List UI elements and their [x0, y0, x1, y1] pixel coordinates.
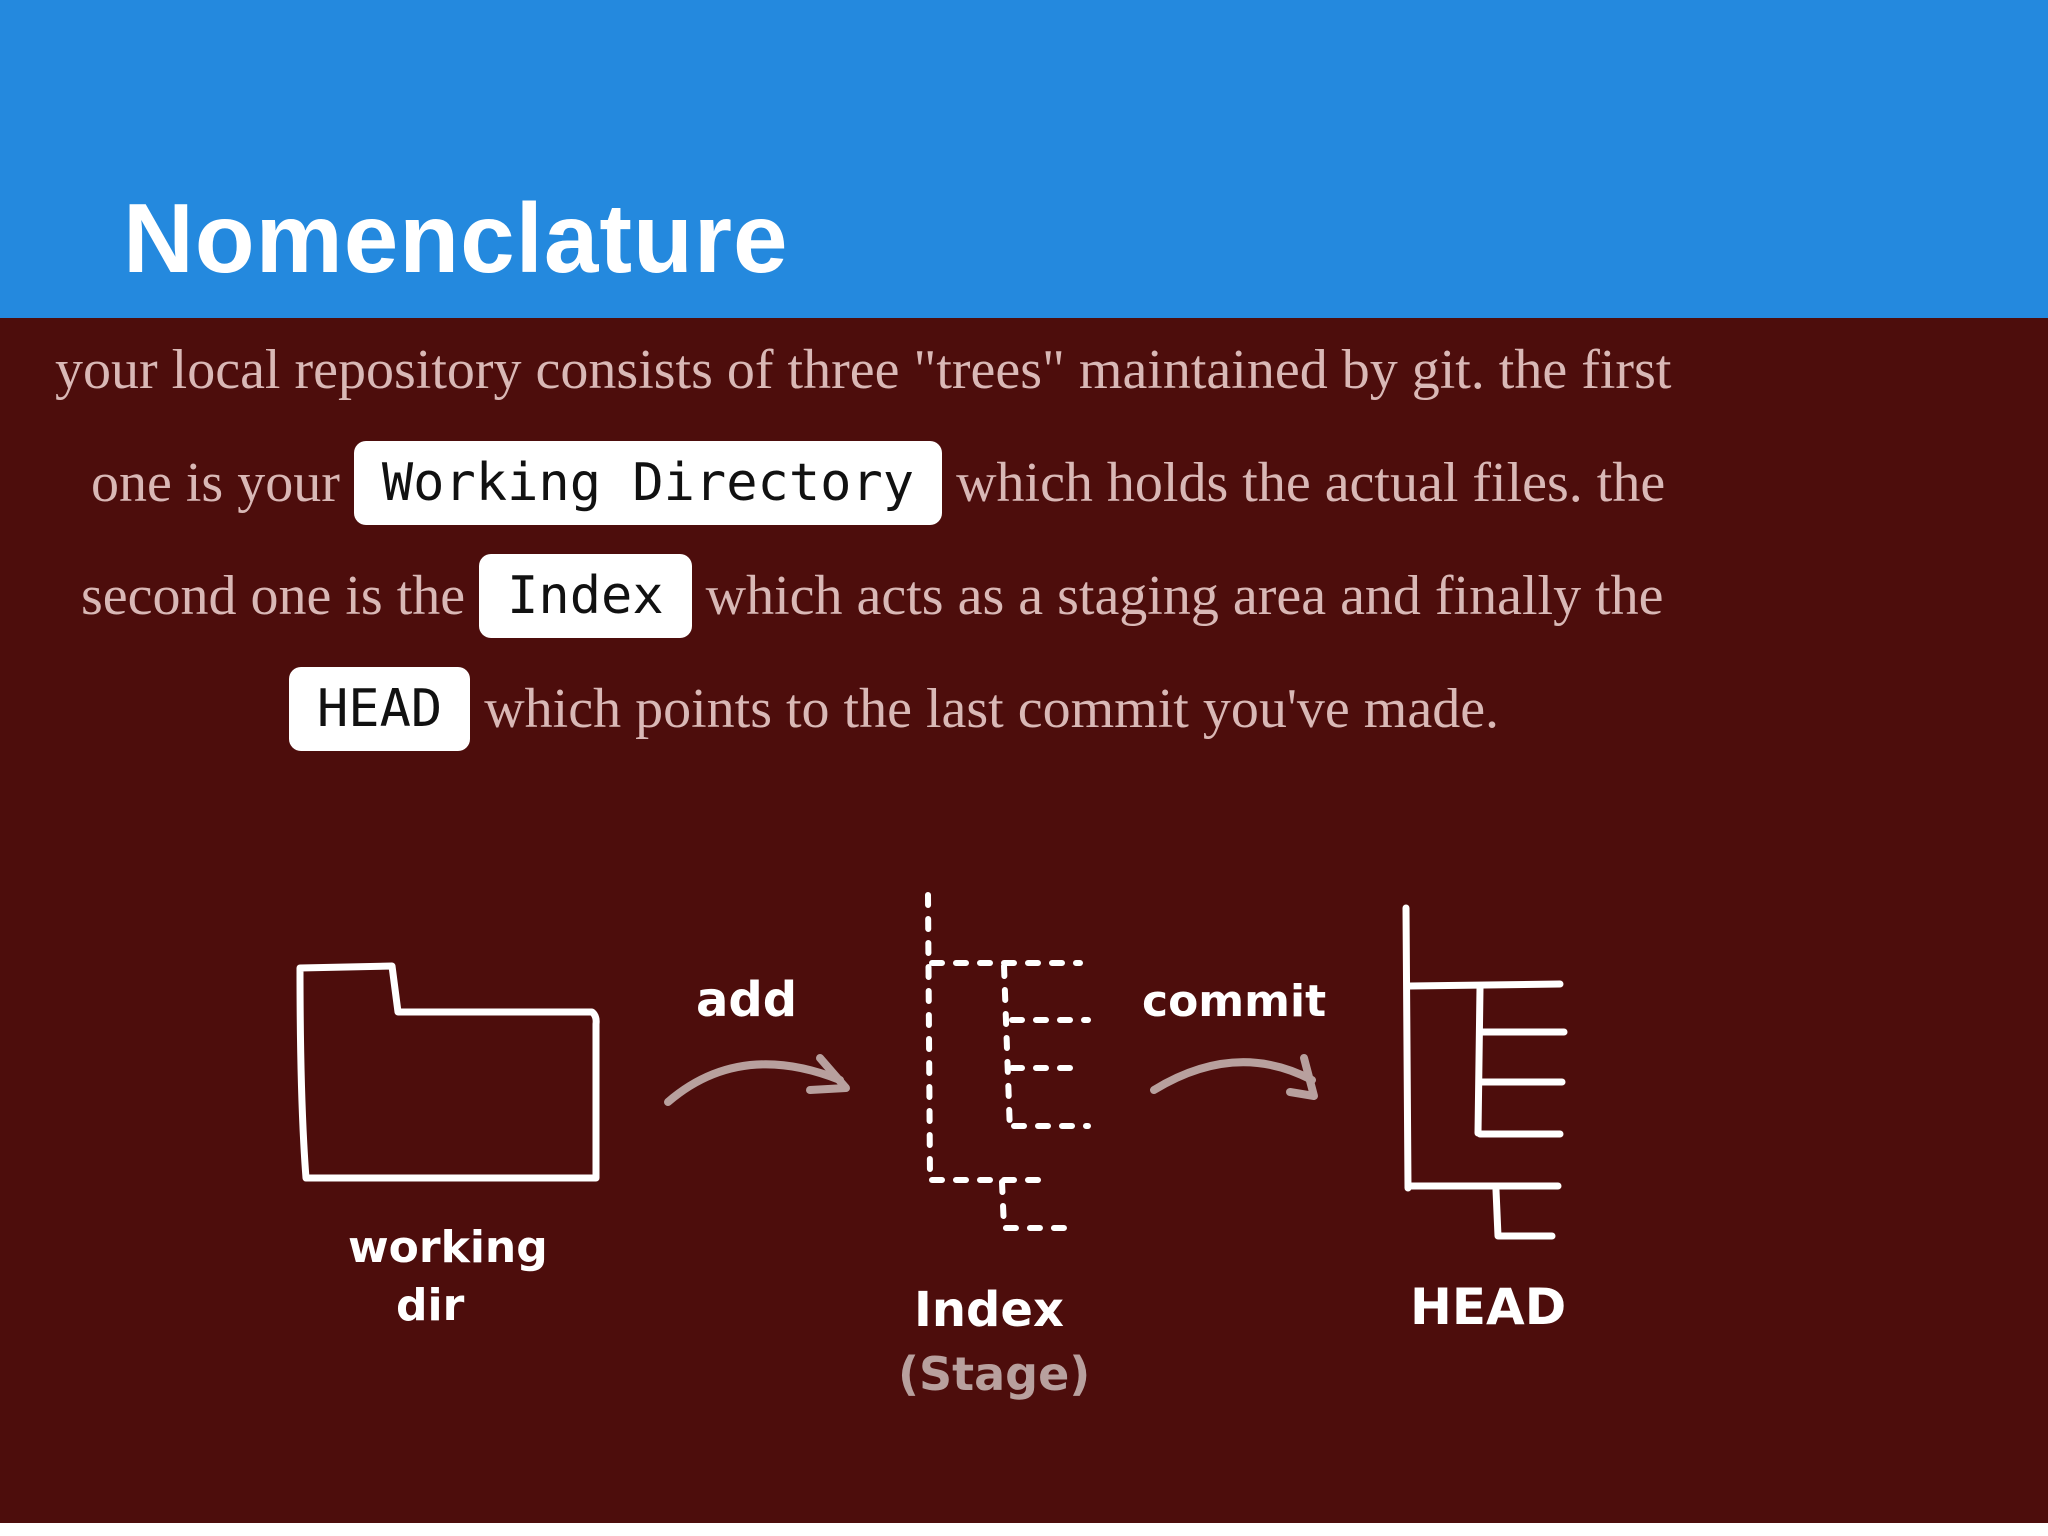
- index-sublabel: (Stage): [898, 1347, 1090, 1401]
- code-index: Index: [479, 554, 692, 638]
- index-label: Index: [914, 1282, 1064, 1338]
- body-line-1: your local repository consists of three …: [55, 328, 1671, 412]
- add-label: add: [696, 972, 797, 1028]
- dashed-tree-icon: [925, 892, 1091, 1231]
- head-label: HEAD: [1410, 1278, 1566, 1336]
- slide-title: Nomenclature: [123, 183, 789, 293]
- solid-tree-icon: [1402, 904, 1568, 1240]
- commit-arrow-icon: [1150, 1054, 1318, 1100]
- body-text: your local repository consists of three …: [55, 339, 1672, 401]
- add-arrow-icon: [664, 1054, 850, 1106]
- working-dir-label-line2: dir: [396, 1280, 465, 1331]
- commit-label: commit: [1142, 976, 1326, 1027]
- folder-icon: [296, 962, 600, 1182]
- title-bar: Nomenclature: [0, 0, 2048, 318]
- working-dir-label-line1: working: [348, 1222, 548, 1273]
- body-text: one is your: [91, 452, 340, 514]
- body-text: second one is the: [81, 565, 466, 627]
- body-text: which points to the last commit you've m…: [484, 678, 1500, 740]
- body-text: which acts as a staging area and finally…: [705, 565, 1664, 627]
- body-text: which holds the actual files. the: [956, 452, 1666, 514]
- code-head: HEAD: [289, 667, 471, 751]
- code-working-directory: Working Directory: [353, 441, 943, 525]
